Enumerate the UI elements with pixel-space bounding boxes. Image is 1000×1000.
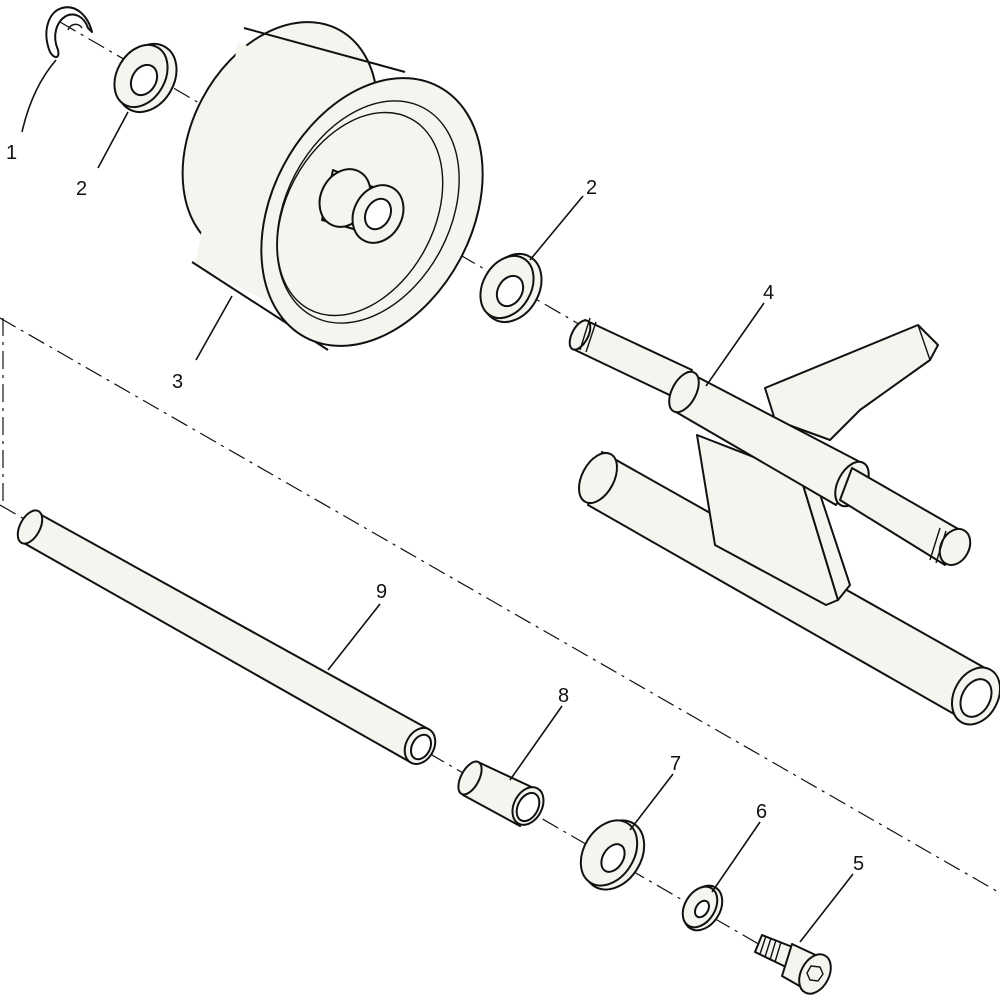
part-1-retaining-clip	[45, 6, 93, 58]
part-7-washer-large	[579, 819, 646, 891]
long-divider-axis	[0, 317, 1000, 894]
leader-lines	[21, 59, 854, 943]
leader-7	[629, 773, 674, 831]
leader-2-lower	[529, 195, 584, 261]
callout-3: 3	[172, 371, 183, 393]
leader-8	[509, 705, 563, 781]
callout-9: 9	[376, 581, 387, 603]
part-9-tube	[16, 509, 437, 766]
part-2-washer-lower	[479, 253, 543, 323]
leader-6	[711, 821, 761, 893]
leader-5	[799, 873, 854, 943]
callout-4: 4	[763, 282, 774, 304]
callout-2-upper: 2	[76, 178, 87, 200]
leader-2-upper	[97, 111, 129, 169]
part-8-bushing	[457, 760, 545, 827]
callout-5: 5	[853, 853, 864, 875]
part-3-wheel	[181, 21, 484, 351]
leader-3	[195, 295, 233, 361]
leader-1	[21, 59, 57, 133]
leader-9	[327, 603, 381, 671]
callouts: 1 2 2 3 4 5 6 7 8 9	[6, 142, 864, 875]
callout-7: 7	[670, 753, 681, 775]
callout-1: 1	[6, 142, 17, 164]
callout-2-lower: 2	[586, 177, 597, 199]
part-4-axle-bracket	[568, 317, 1000, 726]
part-6-washer-small	[681, 884, 724, 932]
part-2-washer-upper	[113, 43, 178, 113]
callout-6: 6	[756, 801, 767, 823]
part-5-socket-screw	[754, 934, 832, 995]
callout-8: 8	[558, 685, 569, 707]
leader-4	[705, 302, 765, 387]
